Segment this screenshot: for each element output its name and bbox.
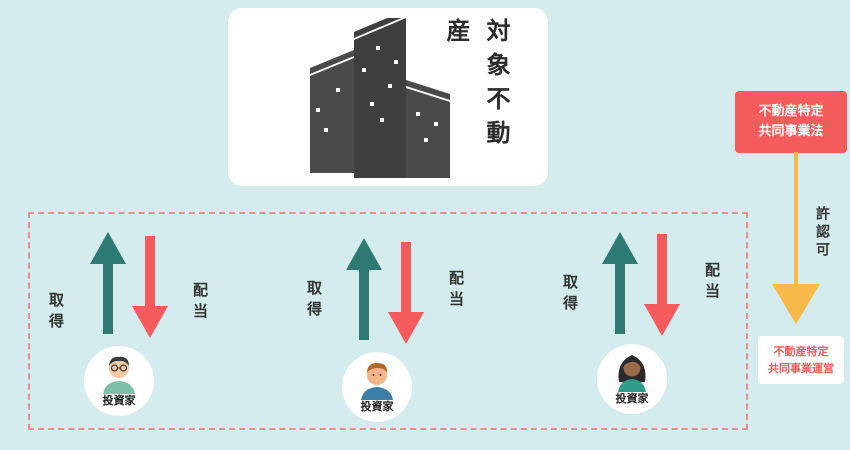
operator-line-2: 共同事業運営 [768,362,834,375]
investor-name: 投資家 [360,400,394,413]
acquire-arrow [90,232,126,334]
permit-label: 許認可 [814,206,830,260]
building-icon [310,18,450,178]
acquire-arrow [602,232,638,334]
law-line-2: 共同事業法 [758,124,824,139]
property-title: 対象不動産 [442,18,510,154]
investor-avatar: 投資家 [342,352,412,422]
property-card: 対象不動産 [228,8,548,186]
distribute-arrow [388,242,424,344]
distribute-arrow [132,236,168,338]
investor-name: 投資家 [615,392,649,405]
distribute-label: 配当 [447,270,465,312]
distribute-label: 配当 [703,262,721,304]
operator-line-1: 不動産特定 [773,345,829,358]
law-box: 不動産特定 共同事業法 [735,91,847,153]
glasses-man-icon [103,356,135,394]
acquire-arrow [346,238,382,340]
man-icon [361,363,393,400]
distribute-arrow [644,234,680,336]
acquire-label: 取得 [305,280,323,322]
acquire-label: 取得 [47,292,65,334]
acquire-label: 取得 [561,274,579,316]
operator-box: 不動産特定 共同事業運営 [758,336,844,384]
investor-avatar: 投資家 [84,346,154,416]
woman-icon [618,355,646,392]
permit-arrow [772,152,820,324]
investor-name: 投資家 [102,394,136,407]
distribute-label: 配当 [191,282,209,324]
investor-region [28,212,748,430]
law-line-1: 不動産特定 [758,104,824,119]
investor-avatar: 投資家 [597,344,667,414]
